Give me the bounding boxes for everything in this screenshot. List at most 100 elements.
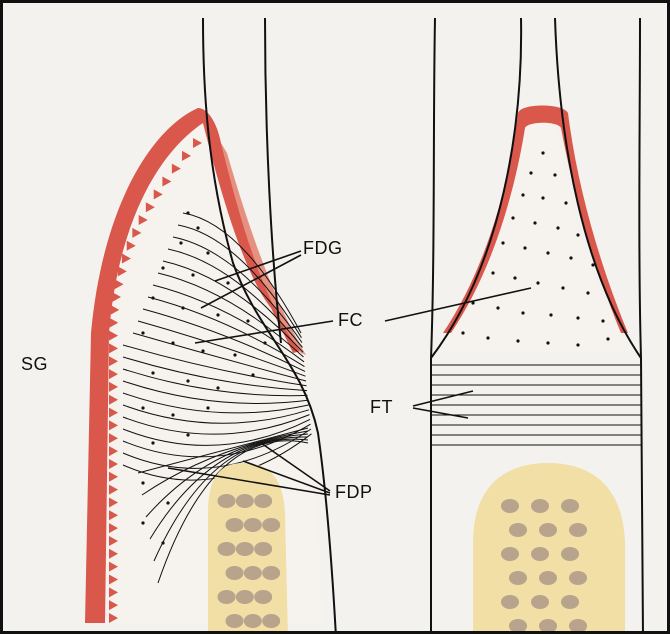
stipple-dot bbox=[141, 331, 144, 334]
marrow-space bbox=[539, 571, 557, 585]
stipple-dot bbox=[521, 311, 524, 314]
stipple-dot bbox=[151, 441, 154, 444]
stipple-dot bbox=[496, 306, 499, 309]
stipple-dot bbox=[181, 306, 184, 309]
stipple-dot bbox=[601, 319, 604, 322]
marrow-space bbox=[262, 566, 280, 580]
stipple-dot bbox=[191, 273, 194, 276]
stipple-dot bbox=[161, 266, 164, 269]
marrow-space bbox=[226, 614, 244, 628]
stipple-dot bbox=[186, 211, 189, 214]
stipple-dot bbox=[549, 313, 552, 316]
stipple-dot bbox=[546, 251, 549, 254]
label-fdg: FDG bbox=[303, 239, 343, 257]
stipple-dot bbox=[553, 173, 556, 176]
stipple-dot bbox=[196, 226, 199, 229]
stipple-dot bbox=[511, 216, 514, 219]
marrow-space bbox=[244, 518, 262, 532]
marrow-space bbox=[509, 619, 527, 633]
stipple-dot bbox=[141, 481, 144, 484]
stipple-dot bbox=[151, 296, 154, 299]
ft-leader-1 bbox=[413, 391, 473, 406]
stipple-dot bbox=[491, 271, 494, 274]
marrow-space bbox=[262, 614, 280, 628]
marrow-space bbox=[501, 595, 519, 609]
stipple-dot bbox=[501, 241, 504, 244]
marrow-space bbox=[561, 547, 579, 561]
stipple-dot bbox=[251, 373, 254, 376]
stipple-dot bbox=[533, 221, 536, 224]
stipple-dot bbox=[263, 341, 266, 344]
marrow-space bbox=[569, 523, 587, 537]
stipple-dot bbox=[233, 353, 236, 356]
marrow-space bbox=[539, 523, 557, 537]
stipple-dot bbox=[561, 286, 564, 289]
stipple-dot bbox=[206, 406, 209, 409]
marrow-space bbox=[539, 619, 557, 633]
marrow-space bbox=[531, 595, 549, 609]
marrow-space bbox=[236, 542, 254, 556]
stipple-dot bbox=[556, 226, 559, 229]
stipple-dot bbox=[461, 331, 464, 334]
stipple-dot bbox=[226, 281, 229, 284]
right-alveolar-bone bbox=[473, 463, 625, 634]
stipple-dot bbox=[206, 251, 209, 254]
marrow-space bbox=[561, 499, 579, 513]
right-tooth-right-line bbox=[639, 18, 643, 634]
marrow-space bbox=[569, 571, 587, 585]
marrow-space bbox=[244, 566, 262, 580]
marrow-space bbox=[509, 571, 527, 585]
marrow-space bbox=[254, 542, 272, 556]
marrow-space bbox=[561, 595, 579, 609]
stipple-dot bbox=[541, 196, 544, 199]
marrow-space bbox=[236, 494, 254, 508]
stipple-dot bbox=[564, 201, 567, 204]
marrow-space bbox=[226, 518, 244, 532]
marrow-space bbox=[509, 523, 527, 537]
stipple-dot bbox=[576, 343, 579, 346]
stipple-dot bbox=[186, 379, 189, 382]
stipple-dot bbox=[523, 246, 526, 249]
stipple-dot bbox=[216, 313, 219, 316]
stipple-dot bbox=[179, 241, 182, 244]
stipple-dot bbox=[216, 386, 219, 389]
stipple-dot bbox=[166, 501, 169, 504]
stipple-dot bbox=[141, 406, 144, 409]
marrow-space bbox=[569, 619, 587, 633]
marrow-space bbox=[226, 566, 244, 580]
stipple-dot bbox=[186, 433, 189, 436]
stipple-dot bbox=[151, 371, 154, 374]
stipple-dot bbox=[516, 339, 519, 342]
stipple-dot bbox=[513, 276, 516, 279]
stipple-dot bbox=[171, 341, 174, 344]
stipple-dot bbox=[576, 233, 579, 236]
marrow-space bbox=[244, 614, 262, 628]
stipple-dot bbox=[536, 281, 539, 284]
label-ft: FT bbox=[370, 398, 393, 416]
stipple-dot bbox=[586, 291, 589, 294]
marrow-space bbox=[501, 547, 519, 561]
left-alveolar-bone bbox=[208, 463, 288, 634]
marrow-space bbox=[254, 494, 272, 508]
stipple-dot bbox=[541, 151, 544, 154]
marrow-space bbox=[254, 590, 272, 604]
ft-leader-2 bbox=[413, 408, 468, 418]
right-papilla-group bbox=[433, 106, 633, 354]
stipple-dot bbox=[546, 341, 549, 344]
stipple-dot bbox=[161, 541, 164, 544]
label-fdp: FDP bbox=[335, 483, 373, 501]
stipple-dot bbox=[576, 316, 579, 319]
papilla-connective-tissue bbox=[433, 118, 633, 353]
stipple-dot bbox=[246, 319, 249, 322]
stipple-dot bbox=[569, 256, 572, 259]
stipple-dot bbox=[486, 336, 489, 339]
label-sg: SG bbox=[21, 355, 48, 373]
marrow-space bbox=[218, 494, 236, 508]
transseptal-fibers bbox=[431, 365, 641, 445]
marrow-space bbox=[501, 499, 519, 513]
marrow-space bbox=[236, 590, 254, 604]
right-tooth-left-line bbox=[431, 18, 435, 634]
stipple-dot bbox=[606, 337, 609, 340]
stipple-dot bbox=[141, 521, 144, 524]
